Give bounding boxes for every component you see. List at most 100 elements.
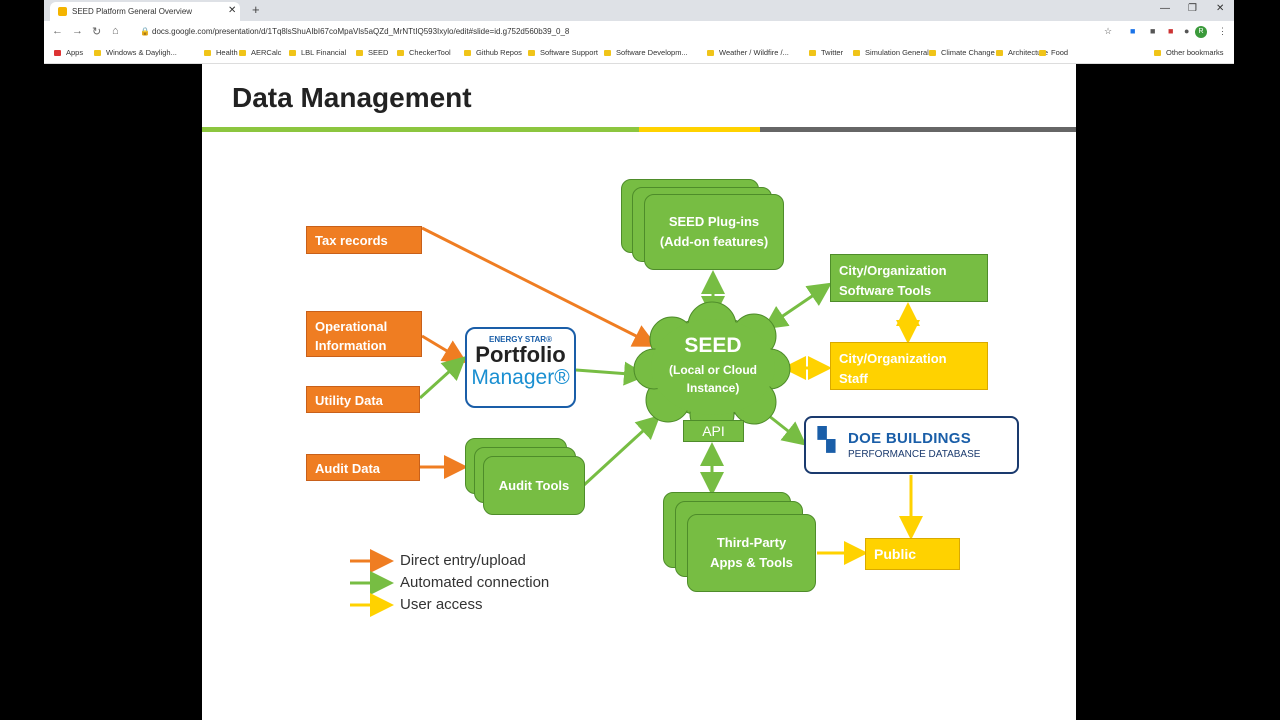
bookmark-item[interactable]: Weather / Wildfire /... (707, 48, 789, 57)
avatar[interactable]: R (1195, 26, 1207, 38)
energy-star-label: ENERGY STAR® (489, 335, 552, 344)
audit-data-label: Audit Data (315, 461, 380, 476)
folder-icon (204, 50, 211, 56)
folder-icon (809, 50, 816, 56)
audit-tools-box: Audit Tools (483, 456, 585, 515)
bookmark-item[interactable]: Architecture (996, 48, 1048, 57)
bookmark-item[interactable]: Simulation General (853, 48, 929, 57)
bookmark-item[interactable]: AERCalc (239, 48, 281, 57)
portfolio-label: Portfolio (475, 342, 566, 367)
other-bookmarks[interactable]: Other bookmarks (1154, 48, 1224, 57)
legend-automated: Automated connection (400, 574, 550, 591)
bookmark-label: LBL Financial (301, 48, 347, 57)
bookmark-label: SEED (368, 48, 389, 57)
extension-icon[interactable]: ■ (1168, 26, 1174, 36)
tax-records-box: Tax records (306, 226, 422, 254)
extension-icon[interactable]: ■ (1150, 26, 1156, 36)
portfolio-manager-logo: ENERGY STAR® Portfolio Manager® (465, 327, 576, 408)
audit-data-box: Audit Data (306, 454, 420, 481)
forward-icon[interactable]: → (72, 25, 83, 37)
doe-bpd-logo: ▚ DOE BUILDINGS PERFORMANCE DATABASE (804, 416, 1019, 474)
bookmark-item[interactable]: CheckerTool (397, 48, 451, 57)
bookmark-label: Software Developm... (616, 48, 688, 57)
minimize-icon[interactable]: — (1160, 3, 1170, 14)
utility-data-label: Utility Data (315, 393, 383, 408)
address-bar[interactable]: 🔒 docs.google.com/presentation/d/1Tq8lsS… (134, 23, 1134, 41)
bookmark-item[interactable]: Health (204, 48, 238, 57)
menu-icon[interactable]: ⋮ (1218, 26, 1227, 36)
bookmark-item[interactable]: Windows & Dayligh... (94, 48, 177, 57)
bookmark-item[interactable]: Software Developm... (604, 48, 688, 57)
seed-subtitle-1: (Local or Cloud (669, 363, 757, 377)
legend-direct: Direct entry/upload (400, 552, 526, 569)
bookmark-item[interactable]: Apps (54, 48, 83, 57)
extension-icon[interactable]: ● (1184, 26, 1190, 36)
doe-label-2: PERFORMANCE DATABASE (848, 449, 981, 460)
bookmark-item[interactable]: Software Support (528, 48, 598, 57)
title-rule-green (202, 127, 639, 132)
bookmark-label: Weather / Wildfire /... (719, 48, 789, 57)
slides-icon (58, 7, 67, 16)
folder-icon (464, 50, 471, 56)
bookmark-label: Twitter (821, 48, 844, 57)
bookmark-label: Software Support (540, 48, 598, 57)
star-icon[interactable]: ☆ (1104, 26, 1113, 36)
extension-icon[interactable]: ■ (1130, 26, 1136, 36)
tab-strip: SEED Platform General Overview ✕ + — ❐ ✕ (44, 0, 1234, 21)
plugins-label-1: SEED Plug-ins (668, 214, 760, 229)
audit-tools-label: Audit Tools (498, 478, 570, 493)
bookmark-item[interactable]: Food (1039, 48, 1068, 57)
folder-icon (356, 50, 363, 56)
back-icon[interactable]: ← (52, 25, 63, 37)
folder-icon (397, 50, 404, 56)
close-window-icon[interactable]: ✕ (1216, 3, 1225, 14)
city-tools-label-1: City/Organization (839, 263, 947, 278)
bookmark-label: Climate Change (941, 48, 995, 57)
bookmark-label: Food (1051, 48, 1069, 57)
folder-icon (1039, 50, 1046, 56)
bookmark-item[interactable]: SEED (356, 48, 388, 57)
seed-title: SEED (684, 334, 742, 357)
tab-title: SEED Platform General Overview (72, 7, 193, 16)
browser-window: SEED Platform General Overview ✕ + — ❐ ✕… (44, 0, 1234, 64)
restore-icon[interactable]: ❐ (1188, 3, 1197, 14)
bookmark-label: Apps (66, 48, 84, 57)
bookmark-item[interactable]: Github Repos (464, 48, 522, 57)
folder-icon (707, 50, 714, 56)
city-staff-label-2: Staff (839, 371, 868, 386)
legend-user: User access (400, 596, 483, 613)
seed-subtitle-2: Instance) (686, 381, 740, 395)
public-box: Public (865, 538, 960, 570)
tab-active[interactable]: SEED Platform General Overview ✕ (50, 2, 240, 21)
close-tab-icon[interactable]: ✕ (228, 5, 237, 16)
folder-icon (604, 50, 611, 56)
bookmark-label: Health (216, 48, 238, 57)
folder-icon (239, 50, 246, 56)
home-icon[interactable]: ⌂ (112, 25, 119, 37)
doe-logo-icon: ▚ (818, 427, 835, 452)
bookmark-item[interactable]: Climate Change (929, 48, 995, 57)
api-box: API (683, 420, 744, 442)
folder-icon (1154, 50, 1161, 56)
folder-icon (94, 50, 101, 56)
apps-icon (54, 50, 61, 56)
reload-icon[interactable]: ↻ (92, 26, 102, 38)
utility-data-box: Utility Data (306, 386, 420, 413)
operational-label-1: Operational (315, 319, 388, 334)
api-label: API (702, 423, 725, 439)
slide: Data Management (202, 64, 1076, 720)
bookmark-item[interactable]: Twitter (809, 48, 843, 57)
slide-title: Data Management (232, 82, 472, 113)
title-rule-yellow (639, 127, 760, 132)
folder-icon (929, 50, 936, 56)
new-tab-icon[interactable]: + (252, 2, 260, 17)
folder-icon (996, 50, 1003, 56)
plugins-box: SEED Plug-ins(Add-on features) (644, 194, 784, 270)
bookmark-item[interactable]: LBL Financial (289, 48, 346, 57)
manager-label: Manager® (471, 366, 570, 389)
